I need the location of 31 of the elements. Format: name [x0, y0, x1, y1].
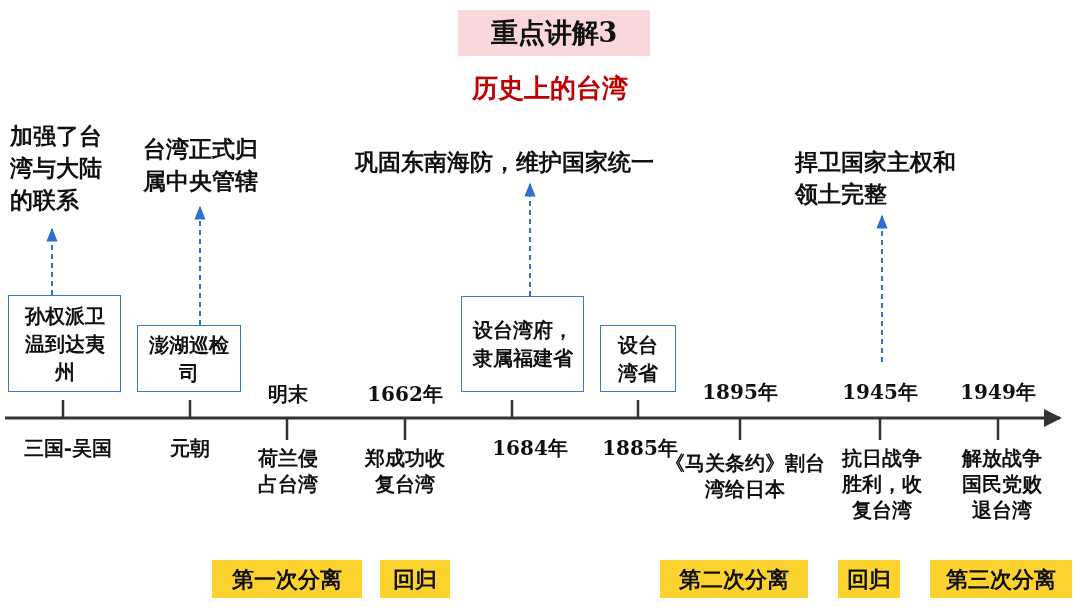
timeline-label: 抗日战争胜利，收复台湾 — [840, 445, 923, 523]
event-box: 孙权派卫温到达夷州 — [8, 295, 121, 392]
event-box: 设台湾省 — [600, 325, 676, 392]
timeline-label: 1895年 — [701, 379, 779, 405]
arrow — [46, 227, 58, 296]
annotation-text: 台湾正式归属中央管辖 — [143, 133, 268, 203]
timeline-label: 荷兰侵占台湾 — [257, 445, 319, 497]
annotation-text: 加强了台湾与大陆的联系 — [10, 120, 110, 225]
timeline-label: 1684年 — [491, 435, 569, 461]
arrow — [876, 214, 888, 363]
period-band: 第三次分离 — [930, 560, 1072, 598]
period-band: 回归 — [380, 560, 450, 598]
timeline-label: 郑成功收复台湾 — [363, 445, 446, 497]
annotation-text: 捍卫国家主权和领土完整 — [795, 146, 960, 212]
timeline-label: 1945年 — [841, 379, 919, 405]
period-band: 回归 — [838, 560, 900, 598]
period-band: 第二次分离 — [660, 560, 808, 598]
timeline-label: 解放战争国民党败退台湾 — [960, 445, 1043, 523]
timeline-label: 元朝 — [169, 435, 211, 461]
timeline-label: 三国-吴国 — [22, 435, 114, 461]
event-box: 设台湾府，隶属福建省 — [461, 296, 584, 392]
arrow — [524, 182, 536, 297]
event-box: 澎湖巡检司 — [137, 325, 241, 392]
timeline-label: 1662年 — [366, 381, 444, 407]
period-band: 第一次分离 — [212, 560, 362, 598]
arrow — [194, 205, 206, 326]
annotation-text: 巩固东南海防，维护国家统一 — [355, 146, 705, 180]
title: 重点讲解3 — [458, 10, 650, 56]
subtitle: 历史上的台湾 — [471, 72, 629, 105]
timeline-label: 1949年 — [959, 379, 1037, 405]
timeline-label: 明末 — [267, 381, 309, 407]
